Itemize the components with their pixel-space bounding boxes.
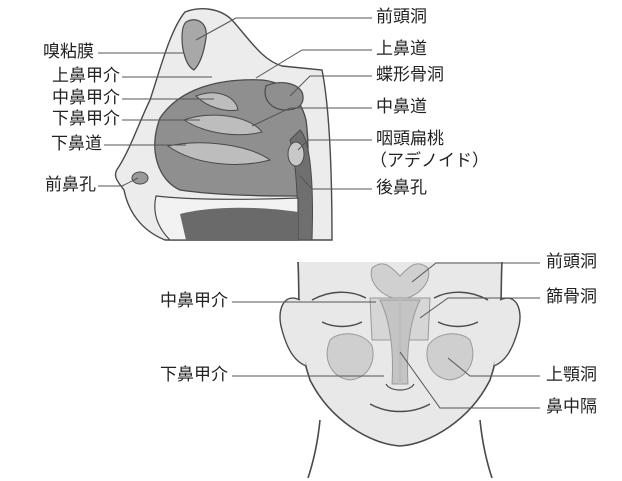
frontal-illustration bbox=[279, 261, 521, 479]
label-frontal-sinus: 前頭洞 bbox=[376, 7, 427, 27]
leader-superior-meatus bbox=[255, 49, 372, 79]
label-superior-meatus: 上鼻道 bbox=[376, 39, 427, 59]
tongue-shape bbox=[180, 207, 298, 240]
leader-maxillary bbox=[447, 357, 540, 377]
label-superior-turbinate: 上鼻甲介 bbox=[52, 66, 120, 86]
leader-ethmoid bbox=[419, 297, 540, 319]
label-front-inferior-turbinate: 下鼻甲介 bbox=[160, 365, 228, 385]
label-middle-turbinate: 中鼻甲介 bbox=[52, 88, 120, 108]
leader-middle-meatus bbox=[251, 107, 372, 127]
inferior-turbinate-shape bbox=[166, 142, 272, 165]
label-middle-meatus: 中鼻道 bbox=[376, 97, 427, 117]
leader-adenoid bbox=[297, 139, 372, 151]
label-inferior-turbinate: 下鼻甲介 bbox=[52, 109, 120, 129]
label-choana: 後鼻孔 bbox=[376, 178, 427, 198]
adenoid-shape bbox=[287, 141, 305, 167]
nostril-shape bbox=[131, 171, 149, 185]
leader-frontal-sinus-diag bbox=[195, 17, 237, 41]
left-eye bbox=[321, 321, 363, 328]
left-maxillary-sinus bbox=[326, 333, 374, 381]
nose-tip bbox=[385, 383, 415, 391]
right-eye bbox=[437, 321, 479, 328]
label-adenoid-note: （アデノイド） bbox=[370, 151, 489, 171]
label-front-middle-turbinate: 中鼻甲介 bbox=[160, 291, 228, 311]
label-sphenoid-sinus: 蝶形骨洞 bbox=[376, 65, 444, 85]
leader-sphenoid bbox=[289, 75, 372, 97]
frontal-sinus-face bbox=[370, 263, 430, 301]
label-adenoid: 咽頭扁桃 bbox=[376, 129, 444, 149]
leader-septum bbox=[399, 351, 540, 409]
label-septum: 鼻中隔 bbox=[546, 397, 597, 417]
sagittal-illustration bbox=[114, 8, 333, 241]
label-inferior-meatus: 下鼻道 bbox=[51, 134, 102, 154]
label-front-frontal-sinus: 前頭洞 bbox=[546, 252, 597, 272]
leader-nostril bbox=[98, 177, 139, 187]
label-maxillary-sinus: 上顎洞 bbox=[546, 365, 597, 385]
label-olfactory-mucosa: 嗅粘膜 bbox=[43, 42, 94, 62]
left-brow bbox=[311, 291, 367, 301]
leader-lines bbox=[98, 17, 540, 409]
leader-choana bbox=[299, 175, 372, 190]
label-nostril: 前鼻孔 bbox=[45, 175, 96, 195]
superior-turbinate-shape bbox=[195, 92, 239, 111]
label-ethmoid-sinus: 篩骨洞 bbox=[546, 287, 597, 307]
frontal-sinus-shape bbox=[181, 19, 207, 71]
right-ear bbox=[493, 297, 521, 367]
neck-lines bbox=[307, 419, 493, 479]
leader-front-frontal-sinus bbox=[411, 262, 540, 283]
sphenoid-sinus-shape bbox=[264, 82, 304, 111]
middle-turbinate-shape bbox=[182, 114, 263, 136]
left-ear bbox=[279, 297, 307, 367]
mouth bbox=[369, 403, 431, 413]
